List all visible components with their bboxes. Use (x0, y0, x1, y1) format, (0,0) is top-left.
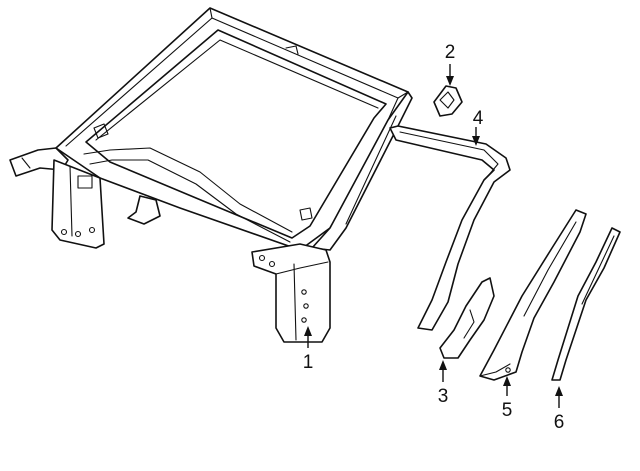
roof-weatherstrip (389, 125, 511, 331)
clip-part (433, 85, 463, 117)
callout-5: 5 (502, 400, 513, 421)
pillar-bracket (439, 277, 495, 359)
callout-2: 2 (445, 42, 456, 63)
callout-4: 4 (473, 108, 484, 129)
callout-1: 1 (303, 352, 314, 373)
pillar-weatherstrip (551, 227, 621, 381)
callout-3: 3 (438, 386, 449, 407)
pillar-garnish (479, 209, 587, 381)
windshield-frame-assembly (9, 7, 413, 343)
callout-labels: 1 2 3 4 5 6 (303, 42, 565, 433)
callout-6: 6 (554, 412, 565, 433)
leader-lines (304, 64, 563, 408)
